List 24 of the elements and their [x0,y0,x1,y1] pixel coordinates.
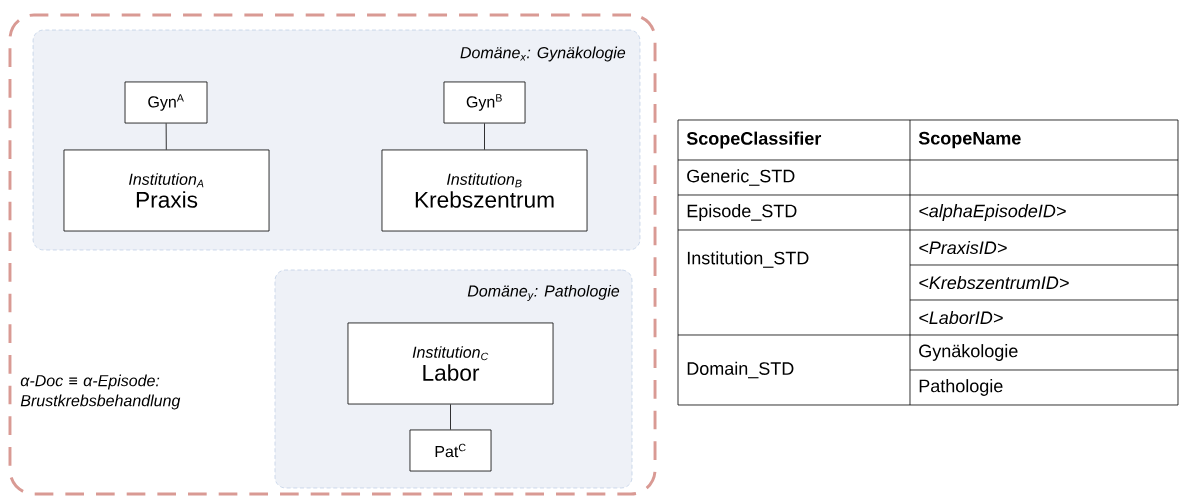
institution-box: Institution$_{A}$ Praxis [63,149,270,232]
connector-line [484,123,485,150]
panel-title: Domäne$_{y}$: Pathologie [467,284,620,302]
table-cell-text: Gynäkologie [919,344,1018,361]
table-cell-text: <KrebszentrumID> [919,275,1069,290]
table-cell-text: <PraxisID> [919,240,1007,255]
panel-title: Domäne$_{x}$: Gynäkologie [460,46,626,62]
institution-box: Institution$_{B}$ Krebszentrum [381,149,588,232]
table-cell-text: <alphaEpisodeID> [919,204,1066,221]
frame-caption: α-Doc ≡ α-Episode: Brustkrebsbehandlung [20,374,181,410]
role-box: Gyn$^{A}$ [124,81,208,124]
table-cell-text: Domain_STD [687,361,794,379]
table-cell-text: Pathologie [919,379,1003,396]
table-cell-text: Institution_STD [687,251,809,268]
role-box: Pat$^{C}$ [409,429,492,472]
table-header: ScopeName [918,131,1021,149]
institution-box: Institution$_{C}$ Labor [347,322,554,405]
table-cell-text: Generic_STD [687,169,795,186]
table-cell-text: <LaborID> [919,310,1003,325]
table-cell-text: Episode_STD [687,204,797,221]
role-box: Gyn$^{B}$ [443,81,526,124]
table-header: ScopeClassifier [686,131,822,149]
connector-line [165,123,167,150]
connector-line [450,404,451,430]
